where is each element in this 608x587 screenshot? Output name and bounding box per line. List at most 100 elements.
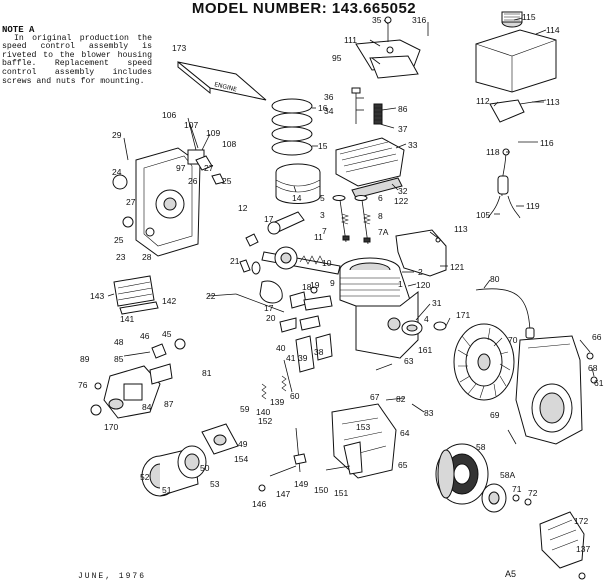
- label-53: 53: [210, 479, 220, 489]
- label-86: 86: [398, 104, 408, 114]
- label-14: 14: [292, 193, 302, 203]
- label-49: 49: [238, 439, 248, 449]
- label-60: 60: [290, 391, 300, 401]
- publication-date: JUNE, 1976: [78, 572, 147, 581]
- label-11: 11: [314, 232, 323, 242]
- label-82: 82: [396, 394, 406, 404]
- part-49-53-muffler: [141, 423, 239, 497]
- label-121: 121: [450, 262, 464, 272]
- label-72: 72: [528, 488, 538, 498]
- part-2-engine-block: [339, 257, 419, 359]
- label-25a: 25: [222, 176, 232, 186]
- label-71: 71: [512, 484, 522, 494]
- model-number-title: MODEL NUMBER: 143.665052: [191, 0, 417, 17]
- label-69: 69: [490, 410, 500, 420]
- page-code: A5: [505, 569, 517, 579]
- label-140: 140: [256, 407, 270, 417]
- label-12: 12: [238, 203, 248, 213]
- label-31: 31: [432, 298, 442, 308]
- label-52: 52: [140, 472, 150, 482]
- label-173: 173: [172, 43, 186, 53]
- label-41: 41: [286, 353, 296, 363]
- label-15: 15: [318, 141, 328, 151]
- label-7a: 7A: [378, 227, 389, 237]
- part-33-cylinder-head: [335, 137, 405, 199]
- label-153: 153: [356, 422, 370, 432]
- label-25b: 25: [114, 235, 124, 245]
- part-14-15-16-piston-rings: [271, 98, 321, 204]
- label-58: 58: [476, 442, 486, 452]
- label-150: 150: [314, 485, 328, 495]
- part-141-143-air-cleaner: [113, 275, 159, 315]
- part-4-31-161-seals: [401, 320, 447, 336]
- label-10: 10: [322, 258, 332, 268]
- label-19: 19: [310, 280, 320, 290]
- label-67: 67: [370, 392, 380, 402]
- label-171: 171: [456, 310, 470, 320]
- label-17b: 17: [264, 303, 274, 313]
- label-172: 172: [574, 516, 588, 526]
- label-152: 152: [258, 416, 272, 426]
- part-9-10-21-small: [239, 259, 283, 304]
- label-65: 65: [398, 460, 408, 470]
- label-316: 316: [412, 15, 426, 25]
- note-heading: NOTE A: [2, 25, 35, 35]
- part-59-139-140-springs: [261, 375, 287, 400]
- label-109: 109: [206, 128, 220, 138]
- label-107: 107: [184, 120, 198, 130]
- label-32: 32: [398, 186, 408, 196]
- label-46: 46: [140, 331, 150, 341]
- label-81: 81: [202, 368, 212, 378]
- label-33: 33: [408, 140, 418, 150]
- label-29: 29: [112, 130, 122, 140]
- label-161: 161: [418, 345, 432, 355]
- label-61: 61: [594, 378, 604, 388]
- label-105: 105: [476, 210, 490, 220]
- part-173-manual: ENGINE: [177, 60, 267, 101]
- label-108: 108: [222, 139, 236, 149]
- part-114-fuel-tank: [475, 11, 557, 93]
- label-118: 118: [486, 147, 500, 157]
- label-154: 154: [234, 454, 248, 464]
- part-146-152-links: [258, 427, 307, 492]
- label-2: 2: [418, 267, 423, 277]
- label-38: 38: [314, 347, 324, 357]
- part-111-95-brackets: [355, 16, 421, 79]
- label-111: 111: [344, 35, 357, 45]
- label-50: 50: [200, 463, 210, 473]
- label-8: 8: [378, 211, 383, 221]
- label-149: 149: [294, 479, 308, 489]
- label-80: 80: [490, 274, 500, 284]
- label-9: 9: [330, 278, 335, 288]
- label-45: 45: [162, 329, 172, 339]
- label-85: 85: [114, 354, 124, 364]
- label-26: 26: [188, 176, 198, 186]
- label-143: 143: [90, 291, 104, 301]
- label-40: 40: [276, 343, 286, 353]
- part-171-flywheel: [453, 323, 515, 401]
- part-58a-71-72-hub: [481, 483, 532, 513]
- part-23-28-gear-cover: [112, 147, 225, 257]
- label-120: 120: [416, 280, 430, 290]
- label-3: 3: [320, 210, 325, 220]
- leader-lines: [107, 17, 595, 377]
- part-11-crankshaft: [245, 211, 341, 275]
- note-body: In original production the speed control…: [2, 33, 152, 86]
- label-34: 34: [324, 106, 334, 116]
- label-59: 59: [240, 404, 250, 414]
- label-58a: 58A: [500, 470, 515, 480]
- part-36-34-37-bolts: [351, 87, 383, 125]
- part-137-172-guard: [539, 511, 586, 580]
- label-68: 68: [588, 363, 598, 373]
- label-87: 87: [164, 399, 174, 409]
- label-95: 95: [332, 53, 342, 63]
- label-39: 39: [298, 353, 308, 363]
- label-21: 21: [230, 256, 240, 266]
- label-1: 1: [398, 279, 403, 289]
- label-27b: 27: [126, 197, 136, 207]
- part-5-6-7-8-valves: [332, 195, 371, 245]
- part-70-blower-housing: [515, 335, 598, 445]
- label-76: 76: [78, 380, 88, 390]
